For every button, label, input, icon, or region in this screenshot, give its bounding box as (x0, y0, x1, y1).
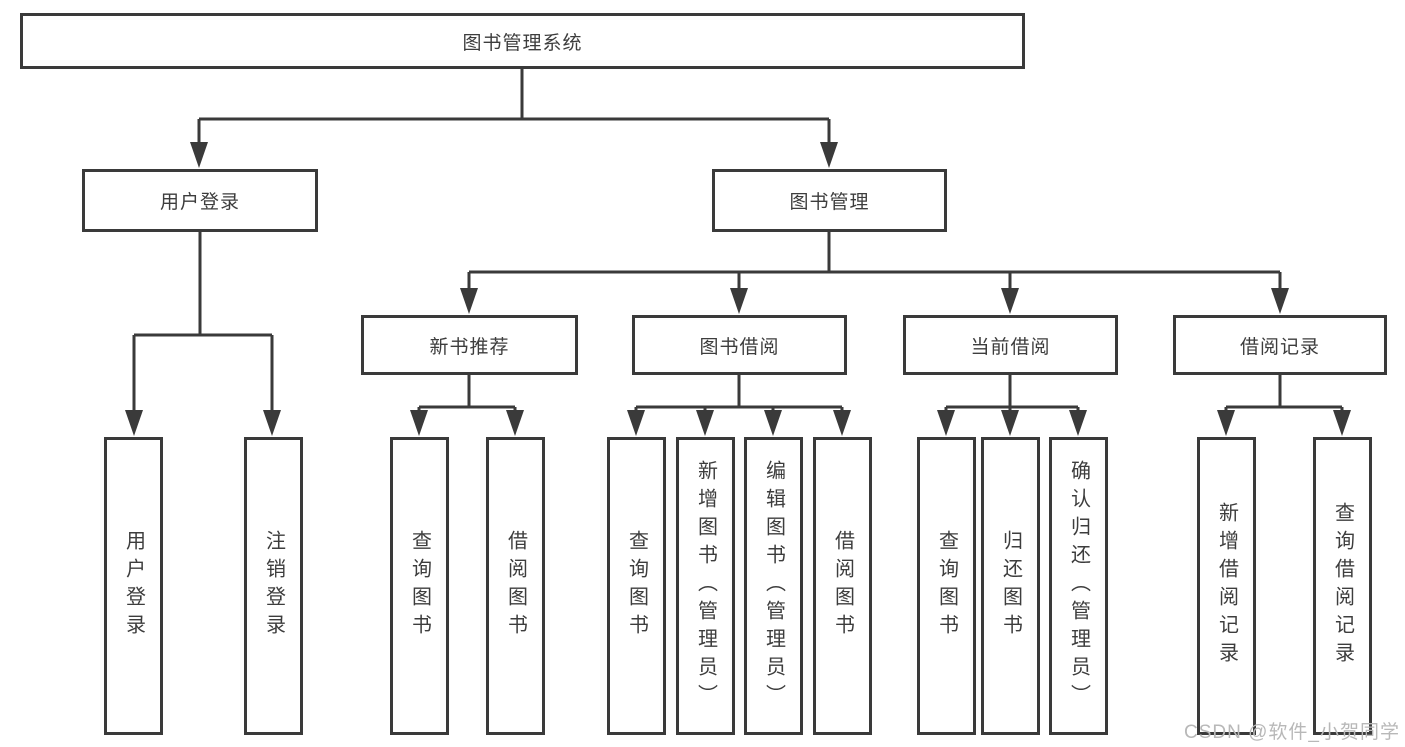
leaf-borrow-books-recommend-label: 借阅图书 (504, 530, 527, 642)
leaf-confirm-return-admin: 确认归还（管理员） (1049, 437, 1108, 735)
node-new-book-recommend: 新书推荐 (361, 315, 578, 375)
node-user-login: 用户登录 (82, 169, 318, 232)
leaf-query-books-borrow-label: 查询图书 (625, 530, 648, 642)
leaf-query-books-recommend: 查询图书 (390, 437, 449, 735)
connector-book-mgmt-to-modules (467, 232, 1282, 293)
leaf-add-books-admin: 新增图书（管理员） (676, 437, 735, 735)
node-book-management-label: 图书管理 (789, 192, 870, 213)
node-user-login-label: 用户登录 (159, 192, 240, 213)
leaf-query-books-recommend-label: 查询图书 (408, 530, 431, 642)
node-book-borrow: 图书借阅 (632, 315, 847, 375)
node-current-borrow: 当前借阅 (903, 315, 1118, 375)
node-borrow-record-label: 借阅记录 (1239, 336, 1320, 358)
node-book-management: 图书管理 (712, 169, 947, 232)
leaf-confirm-return-admin-label: 确认归还（管理员） (1067, 460, 1090, 712)
leaf-query-borrow-record: 查询借阅记录 (1313, 437, 1372, 735)
leaf-query-books-current-label: 查询图书 (935, 530, 958, 642)
connector-user-login-to-leaves (132, 232, 274, 414)
leaf-add-books-admin-label: 新增图书（管理员） (694, 460, 717, 712)
leaf-logout: 注销登录 (244, 437, 303, 735)
node-current-borrow-label: 当前借阅 (970, 336, 1051, 358)
connector-root-to-branches (197, 69, 831, 146)
leaf-user-login-label: 用户登录 (122, 530, 145, 642)
leaf-user-login: 用户登录 (104, 437, 163, 735)
leaf-add-borrow-record: 新增借阅记录 (1197, 437, 1256, 735)
node-borrow-record: 借阅记录 (1173, 315, 1387, 375)
node-root-system: 图书管理系统 (20, 13, 1025, 69)
leaf-borrow-books-borrow: 借阅图书 (813, 437, 872, 735)
leaf-query-books-current: 查询图书 (917, 437, 976, 735)
csdn-watermark: CSDN @软件_小贺同学 (1184, 722, 1400, 743)
leaf-logout-label: 注销登录 (262, 530, 285, 642)
connector-book-borrow-to-leaves (634, 375, 844, 414)
leaf-return-books: 归还图书 (981, 437, 1040, 735)
leaf-edit-books-admin: 编辑图书（管理员） (744, 437, 803, 735)
node-book-borrow-label: 图书借阅 (699, 336, 780, 358)
connector-current-borrow-to-leaves (944, 375, 1080, 414)
connector-new-book-rec-to-leaves (417, 375, 517, 414)
node-root-label: 图书管理系统 (462, 32, 583, 54)
node-new-book-recommend-label: 新书推荐 (429, 336, 510, 358)
leaf-query-borrow-record-label: 查询借阅记录 (1331, 502, 1354, 670)
leaf-query-books-borrow: 查询图书 (607, 437, 666, 735)
leaf-borrow-books-borrow-label: 借阅图书 (831, 530, 854, 642)
leaf-borrow-books-recommend: 借阅图书 (486, 437, 545, 735)
leaf-return-books-label: 归还图书 (999, 530, 1022, 642)
leaf-add-borrow-record-label: 新增借阅记录 (1215, 502, 1238, 670)
leaf-edit-books-admin-label: 编辑图书（管理员） (762, 460, 785, 712)
connector-borrow-record-to-leaves (1224, 375, 1344, 414)
